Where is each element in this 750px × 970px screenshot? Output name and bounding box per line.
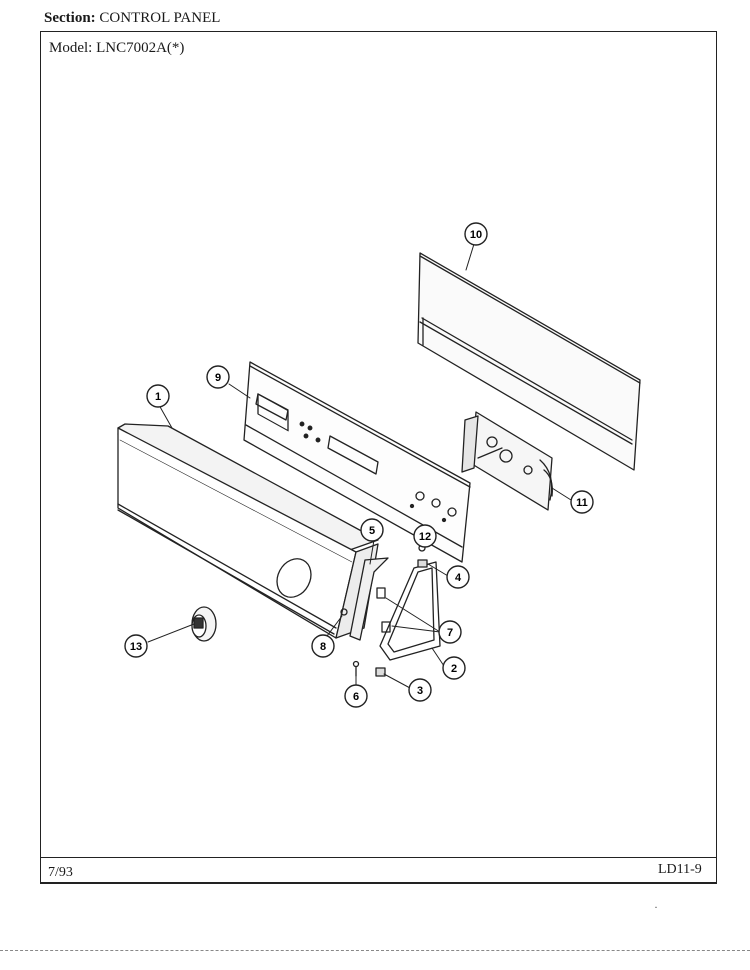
callout-5: 5 (360, 518, 384, 542)
callout-7-label: 7 (447, 627, 453, 639)
part-10-rear-panel (417, 252, 641, 471)
scan-speck: · (654, 900, 658, 914)
footer-divider (40, 857, 717, 858)
callout-5-label: 5 (369, 525, 375, 537)
callout-12: 12 (413, 524, 437, 548)
callout-12-label: 12 (419, 531, 431, 543)
callout-4: 4 (446, 565, 470, 589)
part-6-screw (352, 660, 360, 677)
part-13-knob (191, 606, 217, 642)
callout-6-label: 6 (353, 691, 359, 703)
callout-3: 3 (408, 678, 432, 702)
page-id: LD11-9 (658, 862, 702, 877)
section-label: Section: (44, 10, 96, 26)
callout-2: 2 (442, 656, 466, 680)
callout-11: 11 (570, 490, 594, 514)
part-4-clip (417, 559, 428, 568)
section-header: Section: CONTROL PANEL (44, 10, 220, 27)
part-8-screw (340, 608, 348, 616)
callout-1-label: 1 (155, 391, 161, 403)
callout-9-label: 9 (215, 372, 221, 384)
callout-10: 10 (464, 222, 488, 246)
callout-2-label: 2 (451, 663, 457, 675)
part-3-clip (375, 667, 386, 677)
callout-11-label: 11 (576, 497, 588, 509)
part-11-timer-assembly (461, 411, 553, 511)
callout-8-label: 8 (320, 641, 326, 653)
model-label: Model: (49, 40, 93, 56)
section-title: CONTROL PANEL (99, 10, 221, 26)
frame-bottom-border (40, 882, 717, 884)
callout-9: 9 (206, 365, 230, 389)
scan-edge-line (0, 950, 750, 951)
part-2-end-cap (376, 561, 441, 661)
revision-date: 7/93 (48, 865, 73, 880)
callout-10-label: 10 (470, 229, 482, 241)
callouts: 1 2 3 4 5 6 7 8 9 10 11 12 13 (124, 222, 594, 708)
callout-13-label: 13 (130, 641, 142, 653)
callout-1: 1 (146, 384, 170, 408)
diagram-frame (40, 31, 717, 883)
callout-8: 8 (311, 634, 335, 658)
callout-6: 6 (344, 684, 368, 708)
part-5-end-trim (349, 557, 389, 641)
model-line: Model: LNC7002A(*) (49, 40, 184, 57)
callout-7: 7 (438, 620, 462, 644)
callout-4-label: 4 (455, 572, 462, 584)
model-number: LNC7002A(*) (96, 40, 185, 56)
callout-3-label: 3 (417, 685, 423, 697)
callout-13: 13 (124, 634, 148, 658)
